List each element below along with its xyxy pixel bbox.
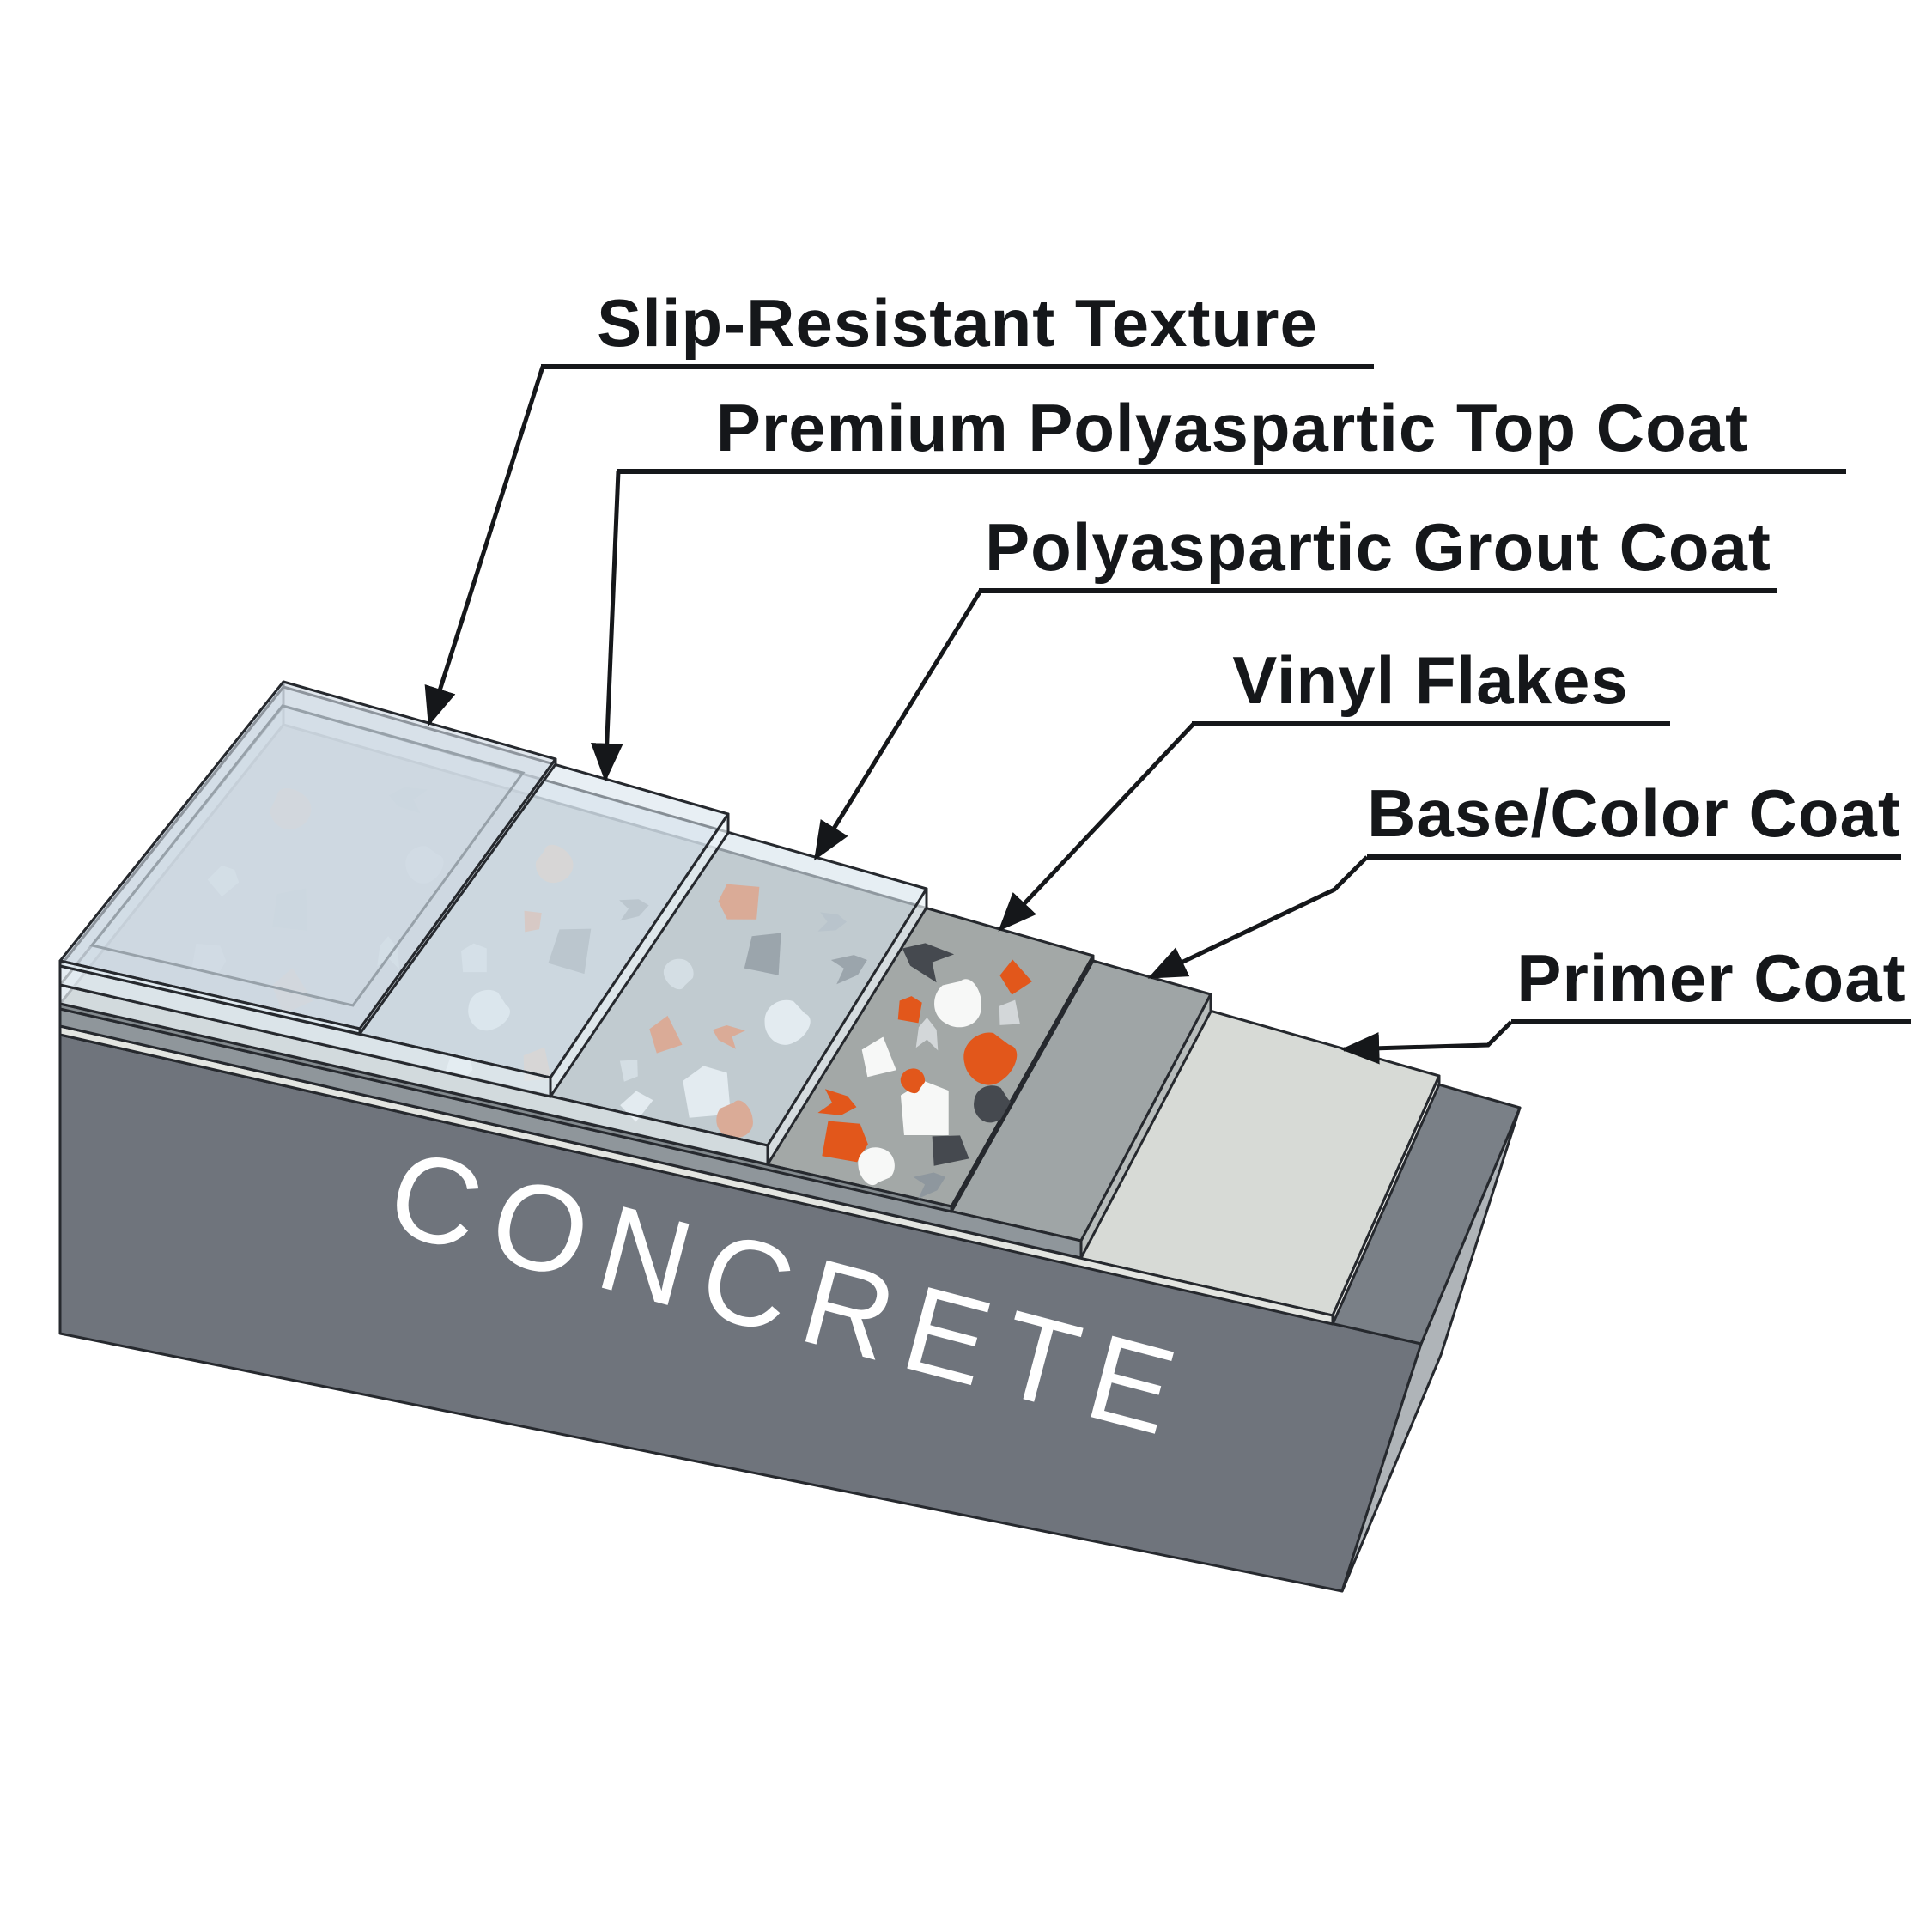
flake-chip <box>817 1089 857 1115</box>
flake-chip <box>915 1017 939 1051</box>
flake-chip <box>897 996 922 1024</box>
callout-premium-polyaspartic-top-coat: Premium Polyaspartic Top Coat <box>590 390 1846 782</box>
flake-chip <box>900 1068 926 1094</box>
leader-arrow-vinyl-flakes <box>998 722 1195 932</box>
leader-arrow-slip-resistant-texture <box>424 366 545 726</box>
flake-chip <box>902 943 955 983</box>
label-premium-polyaspartic-top-coat: Premium Polyaspartic Top Coat <box>716 390 1748 465</box>
callout-base-color-coat: Base/Color Coat <box>1147 775 1901 980</box>
leader-arrow-premium-polyaspartic-top-coat <box>590 471 623 782</box>
leader-arrow-polyaspartic-grout-coat <box>813 589 983 861</box>
callout-primer-coat: Primer Coat <box>1340 940 1911 1065</box>
flake-chip <box>913 1172 946 1199</box>
label-primer-coat: Primer Coat <box>1516 940 1905 1016</box>
label-base-color-coat: Base/Color Coat <box>1367 775 1901 851</box>
callout-vinyl-flakes: Vinyl Flakes <box>998 642 1670 932</box>
callout-polyaspartic-grout-coat: Polyaspartic Grout Coat <box>813 509 1777 861</box>
layer-slip-resistant-texture <box>58 680 557 1036</box>
flake-chip <box>861 1036 896 1078</box>
flake-chip <box>999 999 1020 1025</box>
callout-slip-resistant-texture: Slip-Resistant Texture <box>424 285 1374 726</box>
flake-chip <box>974 1085 1012 1123</box>
flake-chip <box>999 959 1032 995</box>
flake-chip <box>963 1032 1018 1085</box>
topcoat-front-edge <box>58 964 552 1098</box>
callouts: Slip-Resistant Texture Premium Polyaspar… <box>424 285 1911 1065</box>
texture-frame-line <box>89 704 526 1007</box>
flake-chip <box>934 979 981 1028</box>
label-polyaspartic-grout-coat: Polyaspartic Grout Coat <box>985 509 1771 585</box>
leader-arrow-primer-coat <box>1340 1020 1513 1065</box>
leader-arrow-base-color-coat <box>1147 855 1369 980</box>
flake-chip <box>900 1081 949 1135</box>
label-slip-resistant-texture: Slip-Resistant Texture <box>597 285 1318 361</box>
label-vinyl-flakes: Vinyl Flakes <box>1232 642 1629 718</box>
flake-chip <box>932 1135 969 1166</box>
texture-front-edge <box>58 959 361 1036</box>
flake-chip <box>822 1121 868 1163</box>
flake-chip <box>858 1147 895 1186</box>
